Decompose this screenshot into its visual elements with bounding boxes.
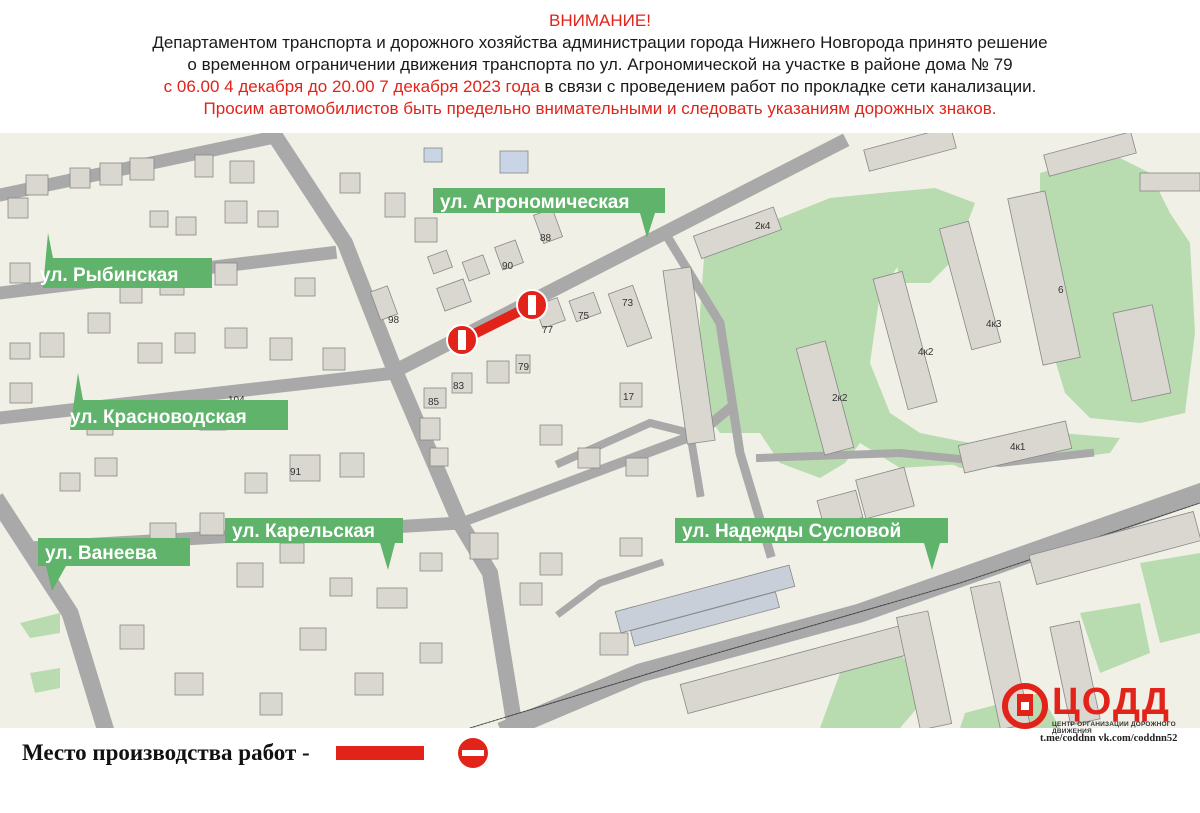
work-zone[interactable]: [446, 289, 548, 356]
codd-logo: [1002, 683, 1048, 729]
street-vaneeva: ул. Ванеева: [45, 543, 157, 564]
label-rybinskaya: ул. Рыбинская: [33, 233, 212, 288]
label-agronomicheskaya: ул. Агрономическая: [433, 188, 665, 238]
street-rybinskaya: ул. Рыбинская: [40, 265, 178, 286]
notice-dates: с 06.00 4 декабря до 20.00 7 декабря 202…: [163, 77, 540, 96]
logo-links[interactable]: t.me/coddnn vk.com/coddnn52: [1040, 733, 1178, 744]
house-98: 98: [388, 315, 400, 326]
house-73: 73: [622, 298, 634, 309]
house-91: 91: [290, 467, 302, 478]
house-4k1: 4к1: [1010, 442, 1026, 453]
buildings: [7, 133, 1200, 728]
notice-title: ВНИМАНИЕ!: [549, 11, 651, 30]
house-85: 85: [428, 397, 440, 408]
house-2k4: 2к4: [755, 221, 771, 232]
logo-name: ЦОДД: [1052, 681, 1171, 723]
street-labels: ул. Агрономическая ул. Рыбинская ул. Кра…: [33, 188, 948, 591]
label-krasnovodskaya: ул. Красноводская: [63, 373, 288, 430]
notice-line-2: о временном ограничении движения транспо…: [187, 55, 1013, 74]
house-88: 88: [540, 233, 552, 244]
label-suslovoy: ул. Надежды Сусловой: [675, 518, 948, 570]
street-agronomicheskaya: ул. Агрономическая: [440, 192, 629, 213]
house-75: 75: [578, 311, 590, 322]
house-90: 90: [502, 261, 514, 272]
street-suslovoy: ул. Надежды Сусловой: [682, 521, 901, 542]
label-vaneeva: ул. Ванеева: [38, 538, 190, 591]
legend-work-zone-bar: [335, 746, 424, 760]
notice-line-1: Департаментом транспорта и дорожного хоз…: [152, 33, 1048, 52]
notice-reason: в связи с проведением работ по прокладке…: [539, 77, 1037, 96]
notice-header: ВНИМАНИЕ! Департаментом транспорта и дор…: [0, 0, 1200, 132]
notice-line-4: Просим автомобилистов быть предельно вни…: [203, 99, 997, 118]
legend-label: Место производства работ -: [22, 740, 310, 765]
street-map[interactable]: 88 90 98 77 75 73 79 83 85 104 17 91 2к4…: [0, 133, 1200, 728]
house-83: 83: [453, 381, 465, 392]
street-karelskaya: ул. Карельская: [232, 521, 375, 542]
no-entry-sign-icon: [457, 738, 488, 768]
house-4k2: 4к2: [918, 347, 934, 358]
house-79: 79: [518, 362, 530, 373]
notice-line-3: с 06.00 4 декабря до 20.00 7 декабря 202…: [0, 76, 1200, 98]
house-17: 17: [623, 392, 635, 403]
house-6: 6: [1058, 285, 1064, 296]
label-karelskaya: ул. Карельская: [225, 518, 403, 570]
street-krasnovodskaya: ул. Красноводская: [70, 407, 247, 428]
no-entry-sign-icon: [446, 324, 478, 356]
logo-subtitle: ЦЕНТР ОРГАНИЗАЦИИ ДОРОЖНОГО ДВИЖЕНИЯ: [1052, 721, 1176, 735]
house-4k3: 4к3: [986, 319, 1002, 330]
legend: Место производства работ -: [22, 733, 490, 773]
no-entry-sign-icon: [516, 289, 548, 321]
house-2k2: 2к2: [832, 393, 848, 404]
house-77: 77: [542, 325, 554, 336]
